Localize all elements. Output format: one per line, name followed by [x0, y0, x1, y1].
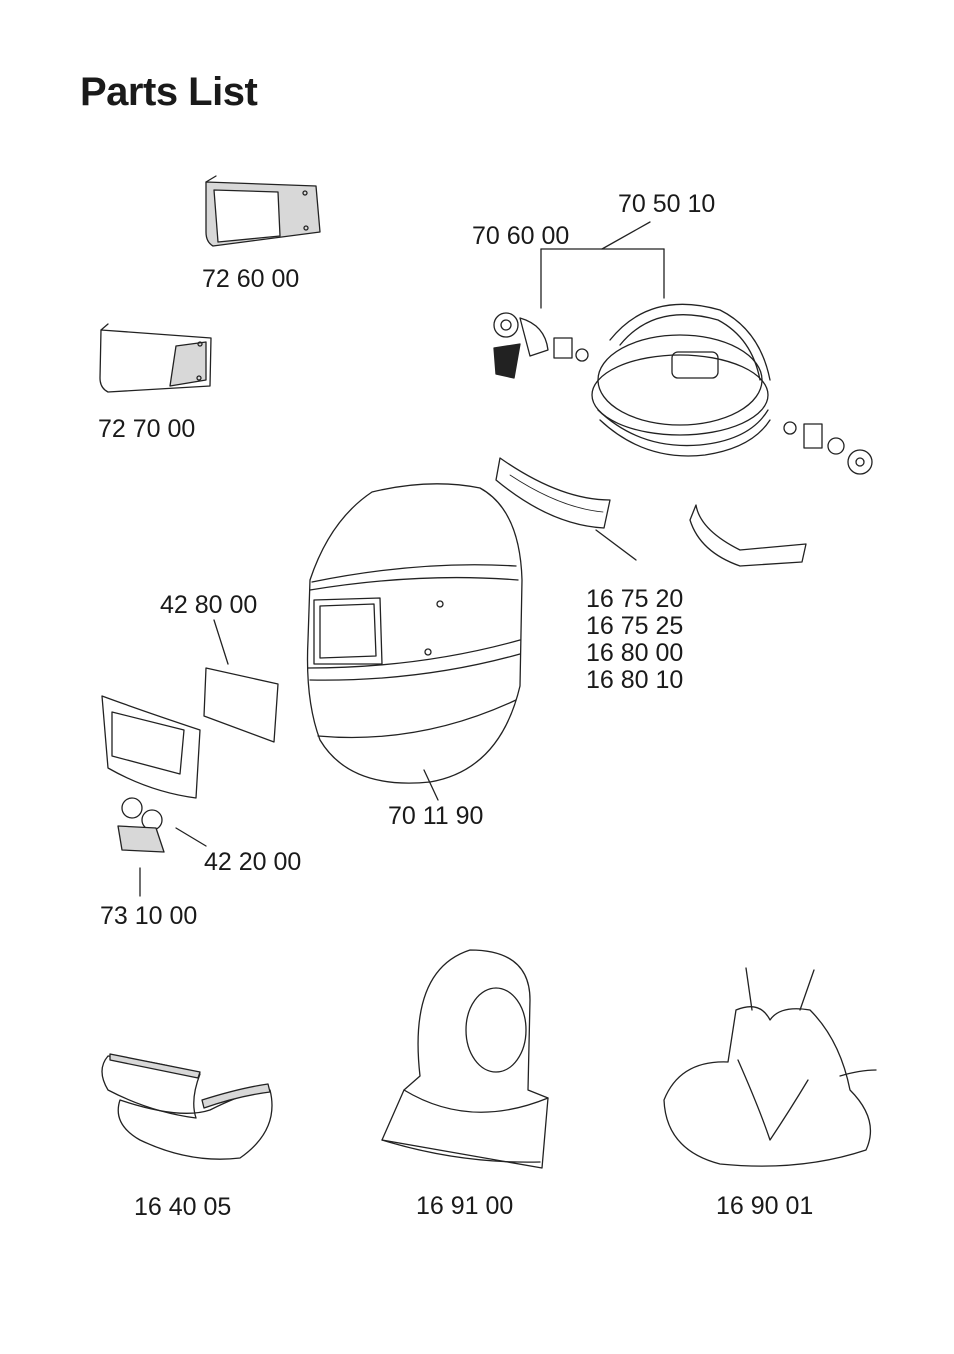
- part-number-sweatband-2: 16 75 25: [586, 612, 684, 640]
- part-number-pivot-kit: 70 60 00: [472, 222, 570, 250]
- part-number-sweatband-1: 16 75 20: [586, 585, 684, 613]
- part-number-sweatband-4: 16 80 10: [586, 666, 684, 694]
- front-cover-lens-drawing: [205, 175, 321, 247]
- helmet-shell-drawing: [306, 483, 523, 801]
- part-number-helmet-shell: 70 11 90: [388, 802, 484, 830]
- inside-cover-lens-drawing: [99, 323, 212, 393]
- part-number-hood-full: 16 91 00: [416, 1192, 514, 1220]
- full-hood-drawing: [381, 949, 549, 1169]
- part-number-visor-front: 72 60 00: [202, 265, 300, 293]
- sweatband-drawing: [495, 457, 807, 567]
- headband-callout-lines: [540, 221, 665, 309]
- part-number-magnifier-lens: 42 20 00: [204, 848, 302, 876]
- filter-plate-drawing: [203, 619, 279, 743]
- part-number-lens-holder: 73 10 00: [100, 902, 198, 930]
- part-number-filter-plate: 42 80 00: [160, 591, 258, 619]
- part-number-headband-kit: 70 50 10: [618, 190, 716, 218]
- neck-protector-drawing: [101, 1053, 273, 1160]
- part-number-hood-shoulder: 16 90 01: [716, 1192, 814, 1220]
- front-frame-drawing: [101, 695, 207, 897]
- part-number-neck-protector: 16 40 05: [134, 1193, 232, 1221]
- part-number-visor-inner: 72 70 00: [98, 415, 196, 443]
- page-title: Parts List: [80, 70, 258, 114]
- part-number-sweatband-3: 16 80 00: [586, 639, 684, 667]
- headband-drawing: [493, 303, 873, 475]
- part-number-sweatband-list: 16 75 20 16 75 25 16 80 00 16 80 10: [586, 586, 683, 694]
- shoulder-hood-drawing: [663, 967, 877, 1167]
